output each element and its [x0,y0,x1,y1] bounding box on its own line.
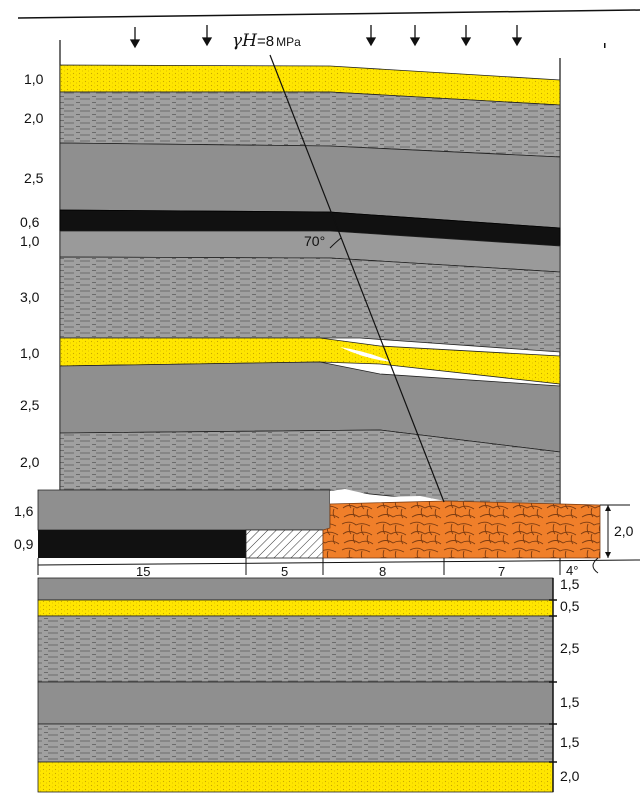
thickness-label: 1,0 [24,71,44,87]
layer-mudstone-lower-2 [37,681,554,725]
layer-shale-lower-1 [37,615,554,683]
thickness-label: 1,6 [14,503,34,519]
thickness-label: 1,0 [20,233,40,249]
thickness-label: 2,5 [20,397,40,413]
dimension-label: 8 [379,564,386,579]
thickness-label: 2,5 [560,640,580,656]
thickness-label: 2,0 [560,768,580,784]
thickness-label: 1,5 [560,694,580,710]
dimension-label: 15 [136,564,150,579]
arrow-icon [605,505,611,558]
dimension-label: 7 [498,564,505,579]
thickness-label: 3,0 [20,289,40,305]
layer-mudstone-lower-1 [37,577,554,601]
layer-sandstone-lower-1 [37,599,554,617]
thickness-label: 1,0 [20,345,40,361]
layer-mudstone-4 [37,489,331,531]
down-arrow-icon [365,25,377,47]
fault-angle-label: 70° [304,233,325,249]
layer-sandstone-lower-2 [37,761,554,793]
down-arrow-icon [460,25,472,47]
thickness-label: 0,6 [20,214,40,230]
hatched-pillar [245,529,324,559]
tick-mark [604,43,606,48]
angle-arc [329,237,342,249]
down-arrow-icon [129,27,141,49]
thickness-label: 2,0 [24,110,44,126]
dimension-label: 5 [281,564,288,579]
thickness-label: 1,5 [560,734,580,750]
down-arrow-icon [201,25,213,47]
thickness-scale-ticks [549,599,557,763]
fault-line [269,54,445,503]
bed-separation-gap [340,347,392,362]
thickness-label: 1,5 [560,576,580,592]
thickness-label: 2,5 [24,170,44,186]
thickness-label: 0,5 [560,598,580,614]
coal-seam [38,530,246,558]
load-arrows [129,25,523,49]
goaf-rubble [322,500,601,559]
surface-line [17,9,641,19]
down-arrow-icon [511,25,523,47]
thickness-label: 2,0 [20,454,40,470]
small-dimension-label: 4° [566,563,578,578]
bed-separation-gap [330,489,445,504]
down-arrow-icon [409,25,421,47]
goaf-height-label: 2,0 [614,523,634,539]
layer-shale-lower-2 [37,723,554,763]
dimension-baseline [37,559,641,566]
thickness-label: 0,9 [14,536,34,552]
curved-arrow-icon [592,557,599,574]
